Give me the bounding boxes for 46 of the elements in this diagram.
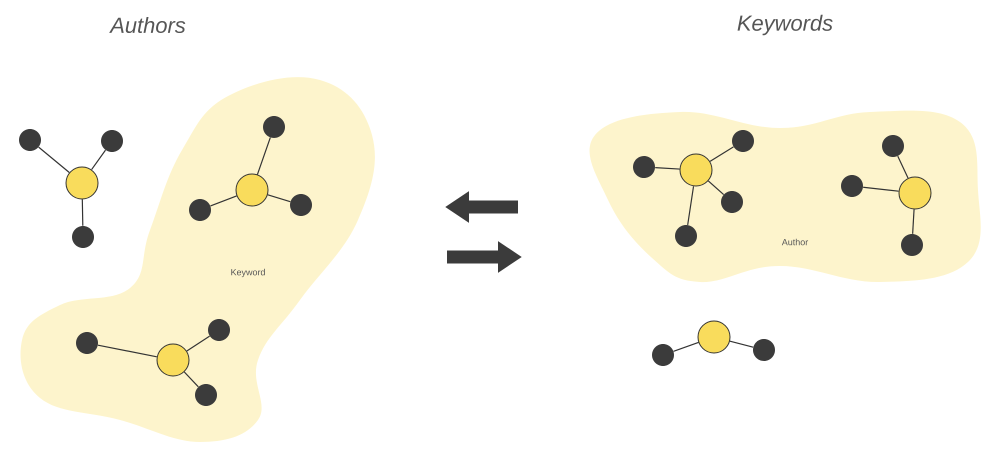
panel-title: Keywords [738,14,833,36]
panel-title: Authors [109,16,186,34]
connector-line [912,209,915,234]
dot-node [753,339,775,361]
dot-node [101,130,123,152]
circle-node [236,174,268,206]
dot-node [882,135,904,157]
connector-line [655,167,680,170]
dot-node [721,191,743,213]
connector-line [863,186,899,192]
connector-line [256,137,271,175]
dot-node [633,156,655,178]
connector-line [82,199,84,226]
connector-line [710,146,734,162]
dot-node [732,130,754,152]
dot-node [263,116,285,138]
circle-node [698,320,730,354]
dot-node [19,129,41,151]
dot-node [76,332,98,354]
connector-line [730,340,754,348]
connector-line [98,344,157,358]
circle-node [156,344,190,376]
dot-node [675,225,697,247]
dot-node [195,384,217,406]
highlighted-region: Keyword [20,77,375,442]
circle-node [66,166,98,200]
connector-line [210,195,237,207]
dot-node [290,194,312,216]
dot-node [72,226,94,248]
dot-node [841,175,863,197]
connector-line [673,342,699,352]
connector-line [897,156,909,178]
circle-node [898,176,932,210]
connector-line [687,186,694,226]
connector-line [186,336,210,352]
dot-node [189,199,211,221]
dot-node [208,319,230,341]
highlighted-region: Author [590,110,981,282]
dot-node [652,344,674,366]
connector-line [91,150,106,170]
connector-line [708,180,724,195]
dot-node [901,234,923,256]
connector-line [184,372,199,388]
connector-line [38,146,70,173]
connector-line [268,194,290,202]
circle-node [680,154,712,186]
